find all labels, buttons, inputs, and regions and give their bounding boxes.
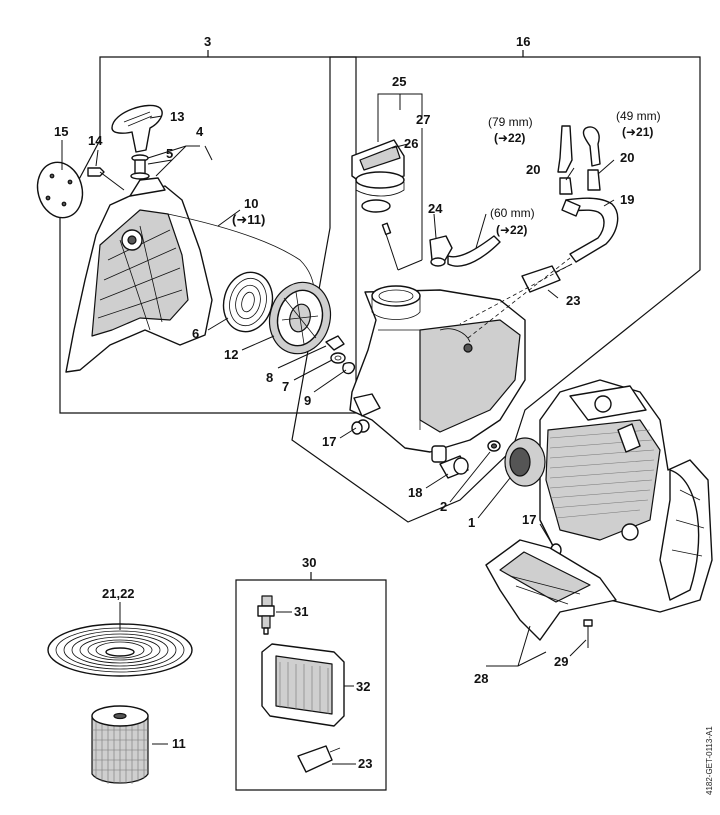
callout-79mm-ref: (➜22) [494, 131, 525, 145]
fuel-hose-coil [47, 623, 193, 677]
washer-7 [330, 352, 346, 364]
callout-12: 12 [224, 347, 238, 362]
callout-4: 4 [196, 124, 204, 139]
callout-13: 13 [170, 109, 184, 124]
callout-18: 18 [408, 485, 422, 500]
callout-20-right: 20 [620, 150, 634, 165]
breather-27 [381, 222, 399, 271]
fuel-line-19 [561, 197, 619, 263]
wire-spool-11 [91, 705, 149, 784]
starter-cover-housing [65, 177, 213, 373]
callout-labels: 3 16 13 4 5 14 15 10 (➜11) 6 12 8 7 9 25… [54, 34, 661, 771]
callout-49mm-ref: (➜21) [622, 125, 653, 139]
callout-29: 29 [554, 654, 568, 669]
engine-cylinder [539, 379, 713, 613]
screw-29 [583, 619, 593, 648]
cover-plate-15 [36, 161, 84, 219]
leader-lines [61, 93, 615, 765]
callout-30: 30 [302, 555, 316, 570]
callout-26: 26 [404, 136, 418, 151]
callout-24: 24 [428, 201, 443, 216]
ring-2 [487, 440, 501, 452]
drawing-code: 4182-GET-0113-A1 [705, 726, 714, 795]
group-16-frame [291, 50, 701, 523]
rope-rotor-12 [268, 281, 332, 355]
fuel-cap-25 [351, 139, 405, 197]
fuel-filter-23-kit [297, 745, 341, 773]
callout-1: 1 [468, 515, 475, 530]
spark-plug-31 [257, 595, 275, 635]
callout-11: 11 [172, 736, 186, 751]
starter-grip-handle [111, 104, 163, 153]
spring-clip-9 [342, 362, 356, 375]
fuel-filter-23-tank [459, 263, 573, 325]
callout-19: 19 [620, 192, 634, 207]
callout-8: 8 [266, 370, 273, 385]
callout-20-left: 20 [526, 162, 540, 177]
callout-23-tank: 23 [566, 293, 580, 308]
callout-14: 14 [88, 133, 103, 148]
filter-element-1 [504, 437, 546, 487]
callout-6: 6 [192, 326, 199, 341]
measurement-79mm: (79 mm) [488, 115, 533, 129]
callout-10: 10 [244, 196, 258, 211]
callout-28: 28 [474, 671, 488, 686]
callout-5: 5 [166, 146, 173, 161]
callout-25: 25 [392, 74, 406, 89]
measurement-60mm: (60 mm) [490, 206, 535, 220]
callout-7: 7 [282, 379, 289, 394]
callout-21-22: 21,22 [102, 586, 135, 601]
pawl-8 [325, 335, 345, 351]
group-30-frame [235, 572, 387, 791]
callout-10-ref: (➜11) [232, 212, 265, 227]
fuel-line-49mm [582, 126, 601, 167]
guard-plate-28 [485, 539, 617, 641]
fuel-line-79mm [557, 125, 573, 173]
grommets-20 [559, 169, 601, 195]
callout-17-tank: 17 [322, 434, 336, 449]
callout-27: 27 [416, 112, 430, 127]
callout-32: 32 [356, 679, 370, 694]
fuel-tank [349, 285, 526, 463]
bushing-17-tank [351, 421, 363, 435]
callout-2: 2 [440, 499, 447, 514]
vent-valve-24 [429, 235, 501, 267]
callout-16: 16 [516, 34, 530, 49]
callout-23-kit: 23 [358, 756, 372, 771]
rewind-spring-6 [222, 271, 274, 333]
callout-17-engine: 17 [522, 512, 536, 527]
fitting-18 [439, 455, 469, 479]
callout-60mm-ref: (➜22) [496, 223, 527, 237]
callout-15: 15 [54, 124, 68, 139]
bushing-5 [130, 154, 150, 180]
air-filter-32 [261, 643, 345, 727]
callout-31: 31 [294, 604, 308, 619]
gasket-26 [361, 199, 391, 213]
screw-14 [87, 167, 125, 191]
callout-9: 9 [304, 393, 311, 408]
callout-3: 3 [204, 34, 211, 49]
measurement-49mm: (49 mm) [616, 109, 661, 123]
